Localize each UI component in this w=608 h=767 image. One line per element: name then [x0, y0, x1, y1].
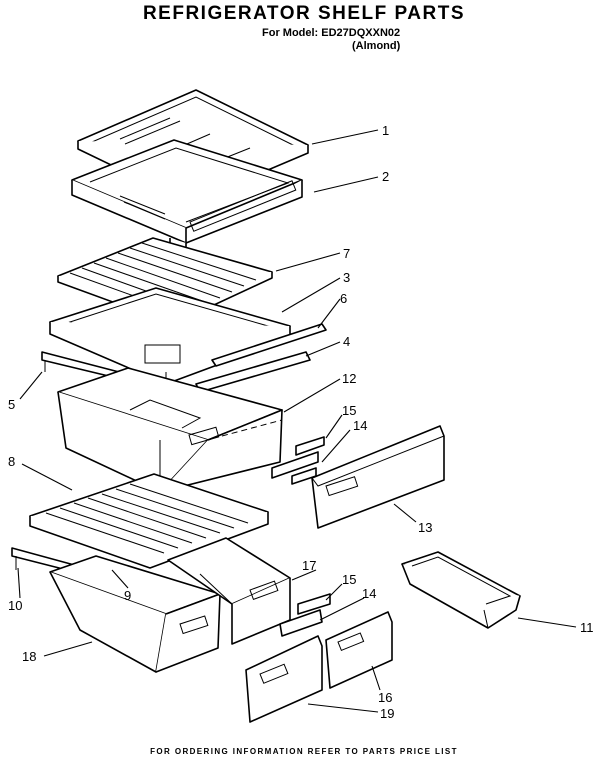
part-3-shelf-frame [49, 287, 291, 385]
callout-9: 9 [124, 588, 131, 603]
part-6-trim-strip [211, 323, 327, 367]
part-14-lower-clip [279, 609, 323, 637]
callout-19: 19 [380, 706, 394, 721]
callout-14-upper: 14 [353, 418, 367, 433]
callout-16: 16 [378, 690, 392, 705]
part-2-shelf-frame [71, 139, 303, 257]
part-14-upper-clip [271, 451, 319, 485]
part-12-crisper-drawer [57, 367, 283, 493]
callout-2: 2 [382, 169, 389, 184]
callout-10: 10 [8, 598, 22, 613]
callout-17: 17 [302, 558, 316, 573]
part-8-lower-shelf [29, 473, 269, 569]
callout-7: 7 [343, 246, 350, 261]
callout-5: 5 [8, 397, 15, 412]
callout-13: 13 [418, 520, 432, 535]
part-13-drawer-front [311, 425, 445, 529]
callout-14-lower: 14 [362, 586, 376, 601]
part-17-lower-drawer [167, 537, 291, 645]
callout-12: 12 [342, 371, 356, 386]
callout-8: 8 [8, 454, 15, 469]
part-15-upper-clip [295, 436, 325, 456]
part-16-drawer-front [325, 611, 393, 689]
callout-6: 6 [340, 291, 347, 306]
leader-lines [17, 129, 577, 713]
callout-4: 4 [343, 334, 350, 349]
part-18-lower-drawer [49, 555, 221, 673]
part-11-dairy-bin [401, 551, 521, 629]
callout-11: 11 [580, 620, 594, 635]
diagram-title: REFRIGERATOR SHELF PARTS [142, 3, 466, 24]
part-15-lower-clip [297, 593, 331, 615]
callout-18: 18 [22, 649, 36, 664]
callout-15-lower: 15 [342, 572, 356, 587]
model-number: For Model: ED27DQXXN02 [262, 27, 401, 39]
ordering-footer: FOR ORDERING INFORMATION REFER TO PARTS … [150, 747, 458, 756]
callout-1: 1 [382, 123, 389, 138]
callout-15-upper: 15 [342, 403, 356, 418]
model-variant: (Almond) [352, 40, 401, 52]
part-19-drawer-front [245, 635, 323, 723]
callout-3: 3 [343, 270, 350, 285]
callout-numbers: 1 2 7 3 6 4 5 12 15 14 8 13 10 9 17 15 1… [8, 123, 594, 721]
